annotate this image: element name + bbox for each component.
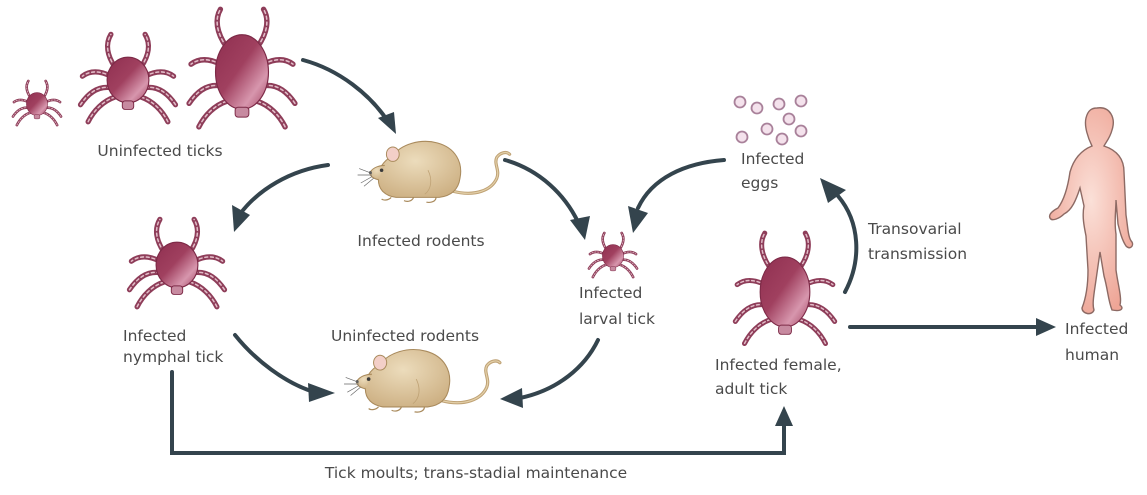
infected-eggs-label-line2: eggs [741, 174, 778, 192]
transovarial-label-line2: transmission [868, 245, 967, 263]
mouse-icon [342, 347, 502, 414]
infected-human-label-line2: human [1065, 346, 1119, 364]
infected-female-adult-tick-node: Infected female, adult tick [715, 233, 842, 398]
arrow-nymphal-tick-to-uninfected-rodents [233, 333, 335, 402]
infected-eggs-node: Infected eggs [733, 94, 808, 192]
arrow-infected-rodents-to-nymphal-tick [232, 163, 330, 232]
infected-larval-tick-node: Infected larval tick [579, 231, 655, 328]
larval-tick-label-line1: Infected [579, 284, 642, 302]
larva-tick-icon [11, 79, 63, 127]
uninfected-rodents-node: Uninfected rodents [331, 327, 502, 414]
larval-tick-label-line2: larval tick [579, 310, 655, 328]
uninfected-ticks-group: Uninfected ticks [11, 9, 295, 160]
infected-eggs-label-line1: Infected [741, 150, 804, 168]
infected-rodents-label: Infected rodents [357, 232, 484, 250]
nymph-tick-icon [81, 34, 176, 121]
arrow-larval-tick-to-uninfected-rodents [500, 338, 600, 408]
transovarial-label-line1: Transovarial [867, 220, 962, 238]
uninfected-ticks-label: Uninfected ticks [97, 142, 222, 160]
arrow-female-to-eggs-transovarial [820, 178, 859, 294]
tick-icon [130, 219, 225, 306]
eggs-icon [733, 94, 808, 146]
infected-nymphal-tick-node: Infected nymphal tick [123, 219, 225, 366]
adult-tick-icon [189, 9, 295, 127]
female-tick-label-line1: Infected female, [715, 356, 842, 374]
trans-stadial-label: Tick moults; trans-stadial maintenance [324, 464, 627, 482]
nymphal-tick-label-line2: nymphal tick [123, 348, 223, 366]
arrow-female-to-human [848, 318, 1056, 336]
arrow-nymphal-to-female-adult-moult [170, 370, 793, 455]
nymphal-tick-label-line1: Infected [123, 327, 186, 345]
arrow-infected-rodents-to-larval-tick [503, 158, 590, 240]
arrow-eggs-to-larval-tick [628, 158, 726, 233]
infected-rodents-node: Infected rodents [356, 139, 512, 250]
female-tick-label-line2: adult tick [715, 380, 787, 398]
tick-icon [735, 233, 834, 343]
mouse-icon [356, 139, 512, 205]
infected-human-label-line1: Infected [1065, 320, 1128, 338]
arrow-uninfected-ticks-to-infected-rodents [301, 58, 396, 134]
tick-icon [587, 231, 639, 279]
uninfected-rodents-label: Uninfected rodents [331, 327, 479, 345]
infected-human-node: Infected human [1048, 107, 1134, 364]
human-icon [1048, 107, 1134, 315]
